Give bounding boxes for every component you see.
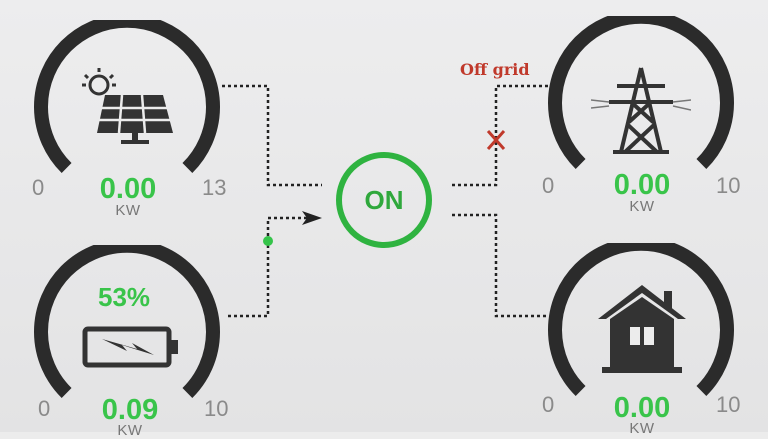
battery-charging-icon [82, 326, 178, 368]
grid-power-value: 0.00 [613, 169, 671, 201]
battery-power-value: 0.09 [101, 394, 159, 426]
inverter-on-button[interactable]: ON [336, 152, 432, 248]
flow-arrow-icon [302, 211, 322, 225]
load-max-label: 10 [716, 392, 741, 417]
solar-gauge: 0 13 0.00 KW [32, 20, 226, 219]
grid-gauge: 0 10 0.00 KW [542, 16, 740, 215]
battery-unit: KW [117, 422, 143, 439]
load-min-label: 0 [542, 392, 555, 417]
battery-max-label: 10 [204, 396, 229, 421]
grid-unit: KW [629, 198, 655, 215]
solar-gauge-arc [34, 20, 220, 173]
battery-soc-percent: 53% [98, 282, 151, 312]
solar-power-value: 0.00 [99, 173, 157, 205]
solar-panel-icon [82, 68, 173, 144]
solar-unit: KW [115, 202, 141, 219]
off-grid-status: Off grid [460, 60, 530, 79]
battery-min-label: 0 [38, 396, 51, 421]
load-gauge: 0 10 0.00 KW [542, 243, 740, 437]
load-power-value: 0.00 [613, 392, 671, 424]
inverter-status-label: ON [364, 184, 404, 215]
load-unit: KW [629, 420, 655, 437]
house-icon [598, 285, 686, 373]
grid-gauge-arc [548, 16, 734, 169]
battery-wire [228, 216, 312, 318]
grid-min-label: 0 [542, 173, 555, 198]
load-wire [452, 213, 548, 318]
grid-max-label: 10 [716, 173, 741, 198]
battery-gauge: 53% 0 10 0.09 KW [32, 245, 228, 439]
solar-min-label: 0 [32, 175, 45, 200]
solar-wire [222, 84, 322, 187]
transmission-tower-icon [591, 67, 691, 154]
battery-gauge-arc [34, 245, 220, 398]
load-gauge-arc [548, 243, 734, 396]
disconnect-x-icon [486, 130, 506, 150]
solar-max-label: 13 [202, 175, 227, 200]
grid-wire [452, 84, 548, 187]
battery-flow-dot-icon [263, 236, 273, 246]
